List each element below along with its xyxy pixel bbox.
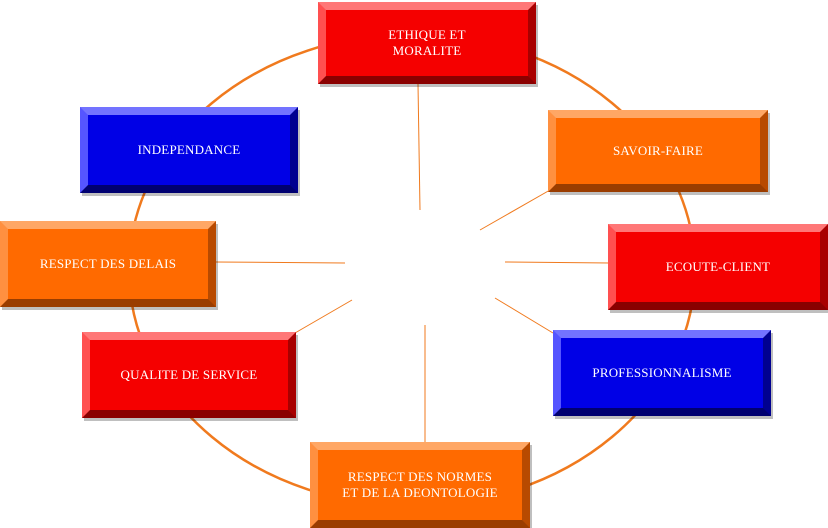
spoke-professionnalisme <box>494 297 554 334</box>
node-independance: INDEPENDANCE <box>80 107 298 193</box>
node-label: RESPECT DES DELAIS <box>39 256 177 271</box>
node-label: ECOUTE-CLIENT <box>665 259 771 274</box>
node-savoir-faire: SAVOIR-FAIRE <box>548 110 768 192</box>
node-respect-des-normes: RESPECT DES NORMES ET DE LA DEONTOLOGIE <box>310 442 530 528</box>
spoke-ethique <box>417 83 421 211</box>
node-ethique-et-moralite: ETHIQUE ET MORALITE <box>318 2 536 84</box>
spoke-qualite-service <box>294 299 353 334</box>
spoke-ecoute-client <box>504 261 611 264</box>
node-respect-des-delais: RESPECT DES DELAIS <box>0 221 216 307</box>
spoke-savoir-faire <box>479 189 551 231</box>
spoke-lines <box>214 83 611 445</box>
node-label: ETHIQUE ET MORALITE <box>388 27 466 58</box>
node-qualite-de-service: QUALITE DE SERVICE <box>82 332 296 418</box>
node-professionnalisme: PROFESSIONNALISME <box>553 330 771 416</box>
node-ecoute-client: ECOUTE-CLIENT <box>608 224 828 310</box>
node-label: INDEPENDANCE <box>137 142 241 157</box>
node-label: PROFESSIONNALISME <box>592 365 732 380</box>
spoke-respect-delais <box>214 261 346 264</box>
node-label: RESPECT DES NORMES ET DE LA DEONTOLOGIE <box>342 469 498 500</box>
node-label: SAVOIR-FAIRE <box>612 143 704 158</box>
node-label: QUALITE DE SERVICE <box>120 367 258 382</box>
